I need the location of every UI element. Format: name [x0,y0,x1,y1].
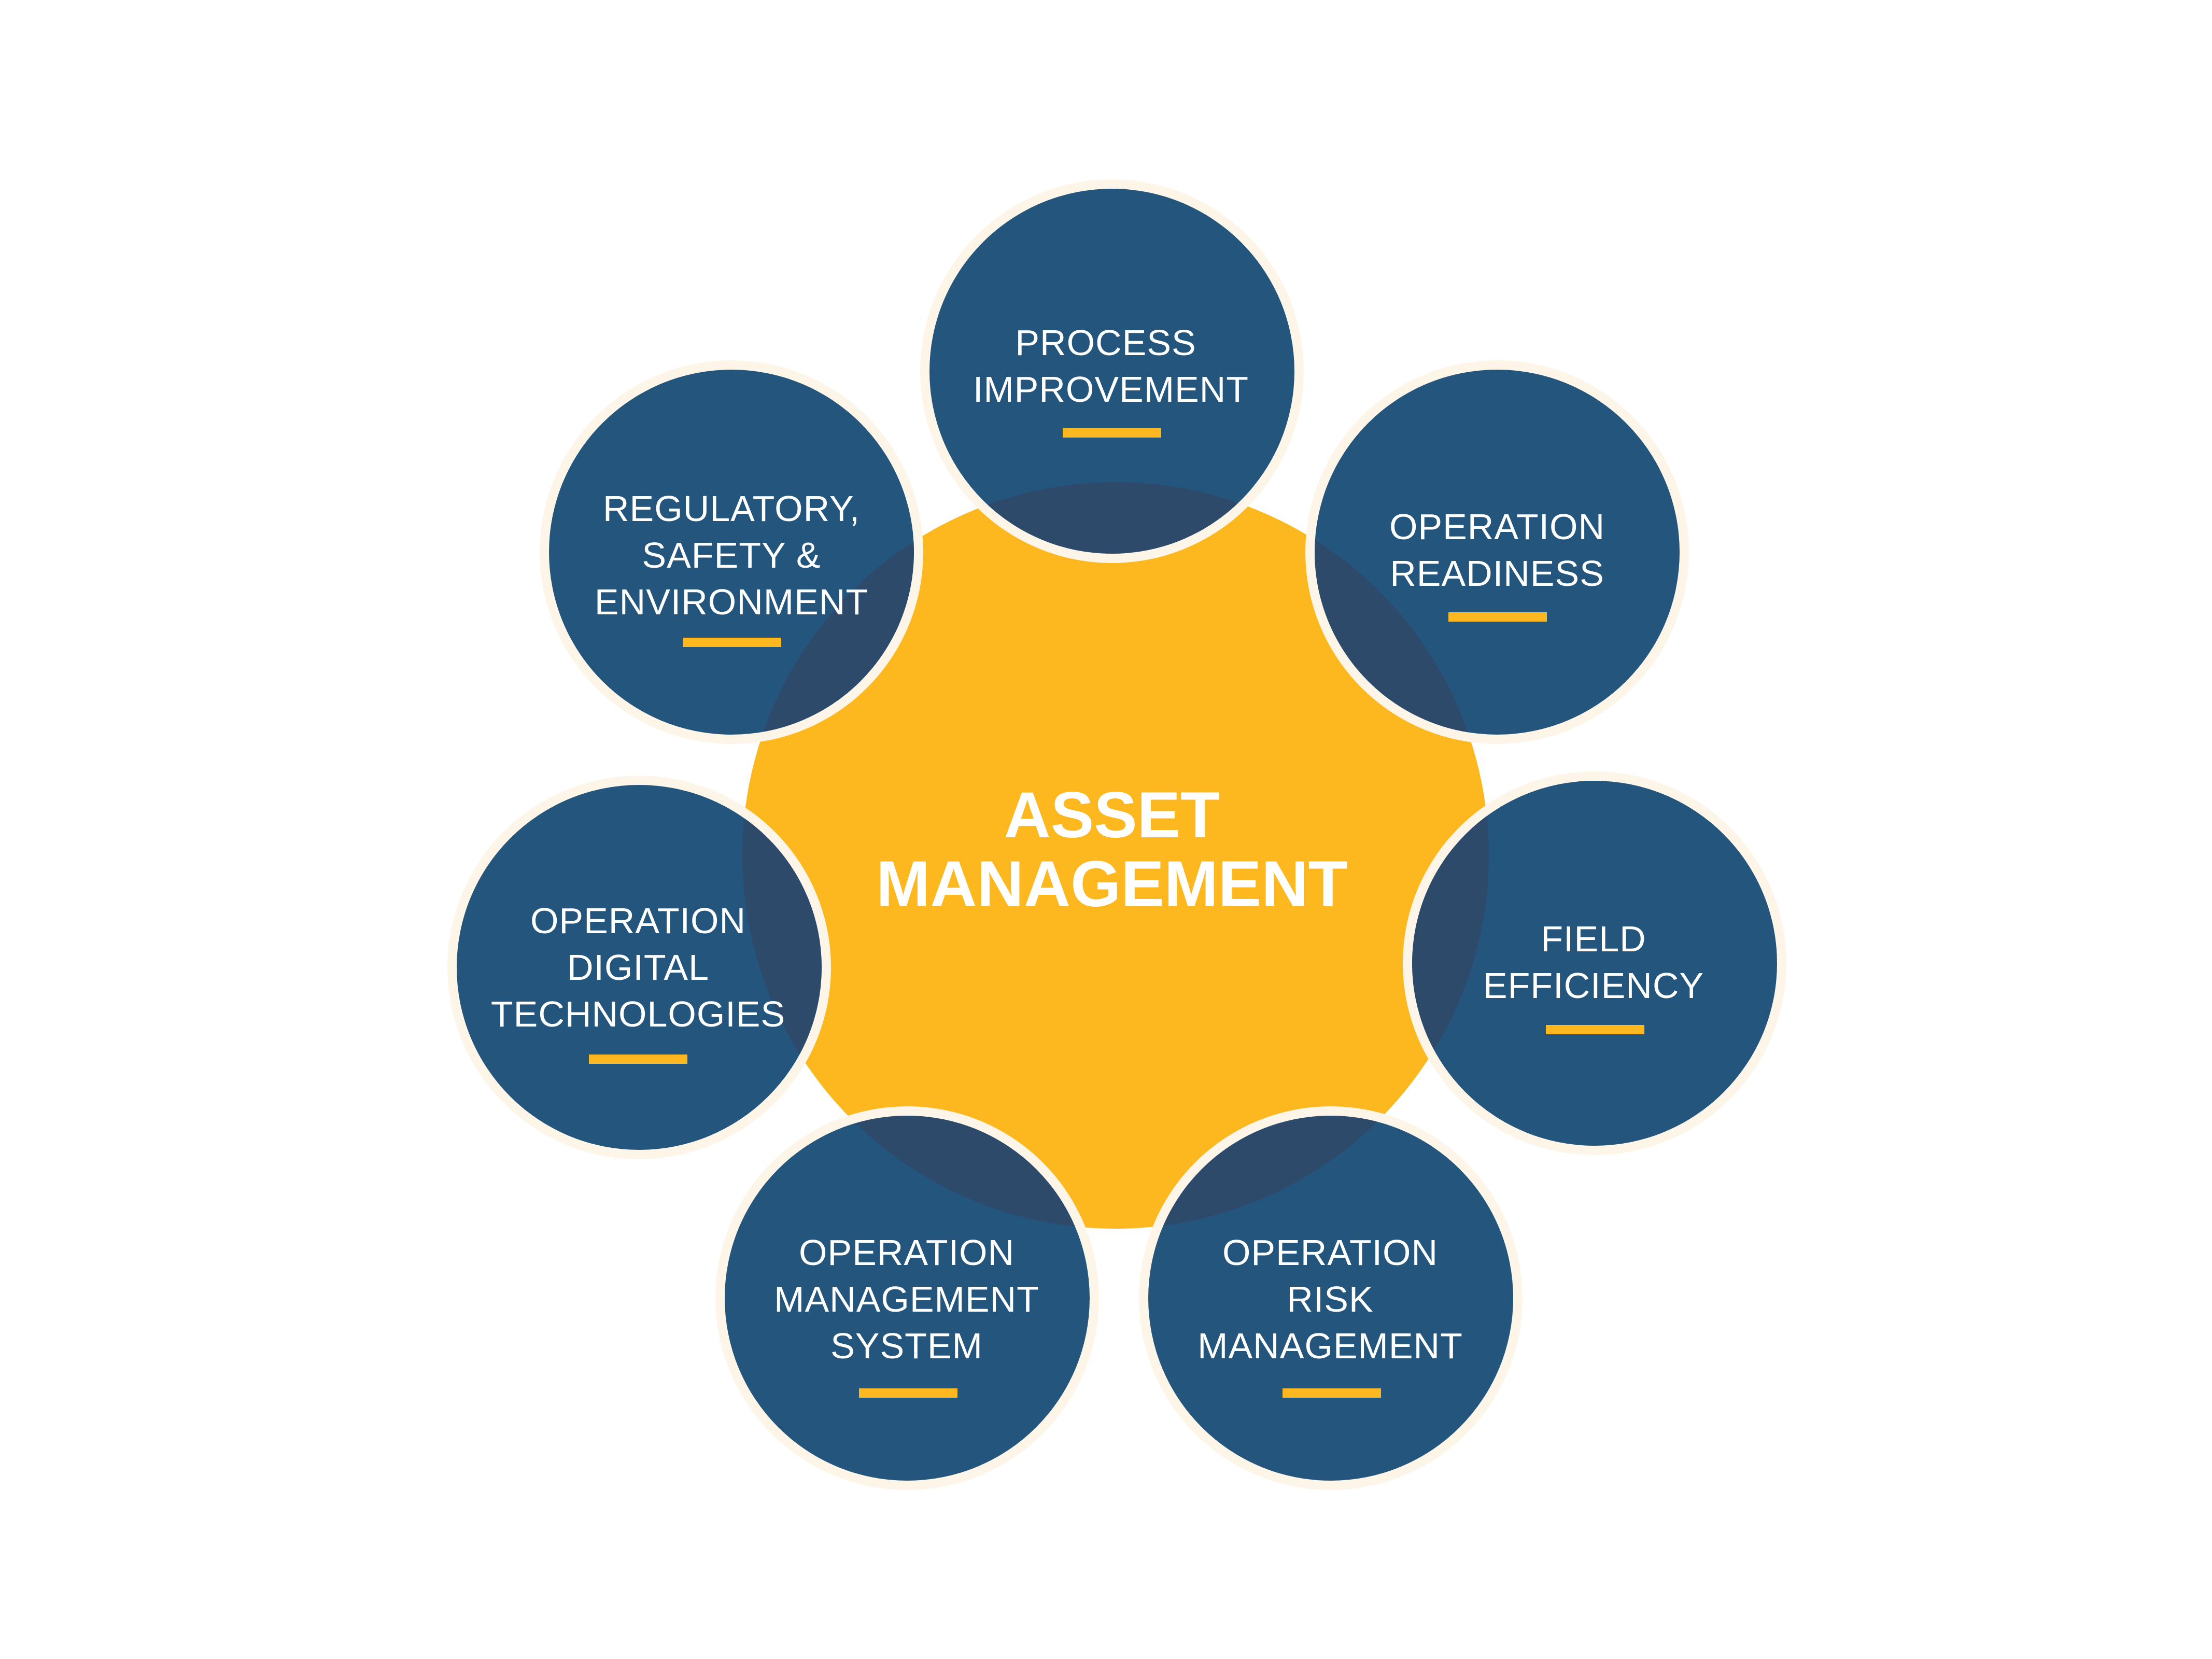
node-label-line: PROCESS [1015,322,1196,363]
node-label-line: DIGITAL [567,947,709,988]
node-label-line: RISK [1287,1279,1373,1319]
node-label-line: EFFICIENCY [1483,965,1704,1006]
accent-bar [1448,612,1547,622]
node-label-line: MANAGEMENT [774,1279,1039,1319]
center-title-line1: ASSET [1004,779,1220,851]
node-label-line: ENVIRONMENT [595,582,868,622]
node-operation-management-system: OPERATION MANAGEMENT SYSTEM [774,1232,1039,1398]
node-label-line: MANAGEMENT [1197,1326,1463,1366]
node-label-line: IMPROVEMENT [973,369,1249,410]
center-title-line2: MANAGEMENT [876,848,1348,920]
circle-operation-digital-technologies [457,785,822,1150]
node-label-line: SAFETY & [642,535,821,575]
node-label-line: OPERATION [799,1232,1015,1273]
accent-bar [1063,428,1161,438]
node-label-line: SYSTEM [830,1326,983,1366]
node-circles [447,179,1786,1490]
node-field-efficiency: FIELD EFFICIENCY [1483,919,1704,1034]
circle-process-improvement [929,189,1294,554]
center-shape [742,482,1489,1229]
node-operation-readiness: OPERATION READINESS [1389,507,1605,622]
node-operation-risk-management: OPERATION RISK MANAGEMENT [1197,1232,1463,1398]
node-regulatory-safety-environment: REGULATORY, SAFETY & ENVIRONMENT [595,488,868,647]
node-label-line: READINESS [1390,553,1604,594]
node-label-line: OPERATION [1222,1232,1438,1273]
node-process-improvement: PROCESS IMPROVEMENT [973,322,1249,438]
center-hub [742,482,1489,1229]
circle-field-efficiency [1412,781,1777,1146]
accent-bar [1546,1025,1644,1034]
accent-bar [859,1388,957,1398]
node-label-line: OPERATION [530,901,746,941]
node-label-line: TECHNOLOGIES [491,994,785,1034]
node-operation-digital-technologies: OPERATION DIGITAL TECHNOLOGIES [491,901,785,1064]
node-label-line: OPERATION [1389,507,1605,547]
node-label-line: FIELD [1541,919,1646,959]
accent-bar [1283,1388,1381,1398]
accent-bar [589,1055,687,1064]
accent-bar [683,638,781,647]
node-label-line: REGULATORY, [603,488,860,529]
